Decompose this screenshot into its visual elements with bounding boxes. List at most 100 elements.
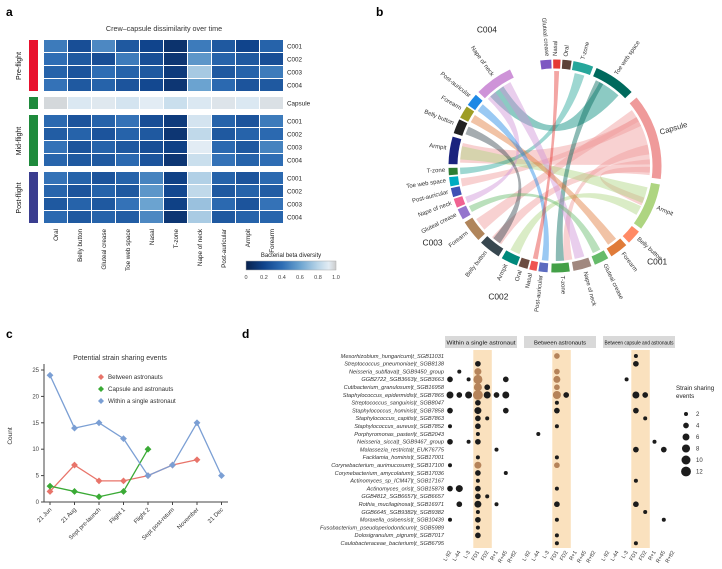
heatmap-cell [116,97,139,109]
heatmap-cell [68,40,91,52]
legend-marker [98,374,104,380]
timepoint-label: L-92 [443,550,454,562]
heatmap-cell [236,115,259,127]
segment-label: Armpit [429,143,447,152]
strain-sharing-dot [633,446,639,453]
heatmap-cell [212,40,235,52]
strain-sharing-dot [642,392,649,398]
chord-arc-segment [478,69,514,99]
species-label: Neisseria_subflava|t_SGB9450_group [349,369,444,375]
heatmap-cell [68,97,91,109]
group-color-bar [29,172,38,223]
group-header-label: Between astronauts [534,341,586,347]
chord-arc-segment [467,94,483,111]
row-label: C002 [287,189,303,196]
strain-sharing-dot [553,375,561,383]
heatmap-cell [188,198,211,210]
heatmap-cell [260,211,283,223]
heatmap-cell [212,154,235,166]
timepoint-label: R+45 [655,550,667,564]
heatmap-cell [260,53,283,65]
legend-size-dot [683,411,689,417]
heatmap-cell [92,97,115,109]
chart-title: Potential strain sharing events [73,355,167,362]
strain-sharing-dot [554,541,559,546]
heatmap-cell [212,115,235,127]
strain-sharing-dot [624,377,629,382]
row-label: C004 [287,158,303,165]
timepoint-label: R+82 [507,550,519,564]
strain-sharing-dot [475,478,480,483]
column-label: Gluteal crease [101,229,108,270]
x-tick-label: Flight 1 [109,507,128,526]
column-label: Forearm [269,229,276,253]
heatmap-cell [260,79,283,91]
crew-group-label: C001 [647,257,667,267]
strain-sharing-dot [457,369,462,374]
segment-label: Gluteal crease [601,263,624,301]
group-header-label: Within a single astronaut [447,341,516,347]
heatmap-cell [164,198,187,210]
strain-sharing-dot [475,423,481,430]
strain-sharing-dot [494,502,499,507]
species-label: Cutibacterium_granulosum|t_SGB16958 [344,385,445,391]
strain-sharing-dot [456,392,463,398]
group-header-bg [445,336,517,348]
strain-sharing-dot [447,424,453,429]
strain-sharing-dot [502,376,509,383]
chord-arc-segment [606,238,627,257]
strain-sharing-dot [475,532,481,539]
species-label: Staphylococcus_hominis|t_SGB7858 [352,408,445,414]
crew-group-label: C004 [477,24,497,34]
heatmap-cell [68,115,91,127]
column-label: Post-auricular [221,229,228,268]
colorbar-tick: 0.2 [260,275,268,281]
strain-sharing-dot [554,455,559,460]
line-chart-panel: Potential strain sharing events051015202… [7,355,228,542]
segment-label: Nasal [525,273,534,289]
heatmap-cell [68,141,91,153]
legend-size-label: 2 [696,412,700,418]
segment-label: Toe web space [406,178,447,190]
species-label: Rothia_mucilaginosa|t_SGB16971 [359,502,444,508]
strain-sharing-dot [485,416,490,421]
legend-size-dot [681,444,691,453]
chord-ribbon [460,73,585,175]
data-point-diamond [120,488,127,495]
heatmap-cell [68,79,91,91]
heatmap-cell [260,115,283,127]
x-tick-label: November [177,507,201,531]
heatmap-cell [236,66,259,78]
heatmap-cell [116,141,139,153]
strain-sharing-dot [474,368,482,376]
chord-arc-segment [529,260,539,271]
heatmap-cell [188,40,211,52]
heatmap-cell [44,154,67,166]
row-label: C002 [287,57,303,64]
heatmap-cell [116,40,139,52]
heatmap-cell [68,198,91,210]
x-tick-label: 21 Aug [60,507,77,524]
strain-sharing-dot [485,494,490,499]
timepoint-label: R+1 [648,550,658,562]
data-point-diamond [71,461,78,469]
heatmap-cell [236,40,259,52]
strain-sharing-dot [502,407,509,414]
heatmap-cell [188,211,211,223]
heatmap-cell [44,66,67,78]
timepoint-label: FD2 [638,550,648,562]
legend-label: Within a single astronaut [108,398,176,405]
heatmap-cell [188,115,211,127]
strain-sharing-dot [554,517,559,522]
heatmap-cell [92,141,115,153]
data-point-diamond [46,371,54,379]
heatmap-cell [140,53,163,65]
flight-highlight-band [552,350,571,548]
series-line [49,375,223,477]
group-color-bar [29,97,38,109]
heatmap-cell [68,211,91,223]
column-label: Belly button [77,229,84,262]
chord-arc-segment [453,196,466,208]
heatmap-cell [164,185,187,197]
